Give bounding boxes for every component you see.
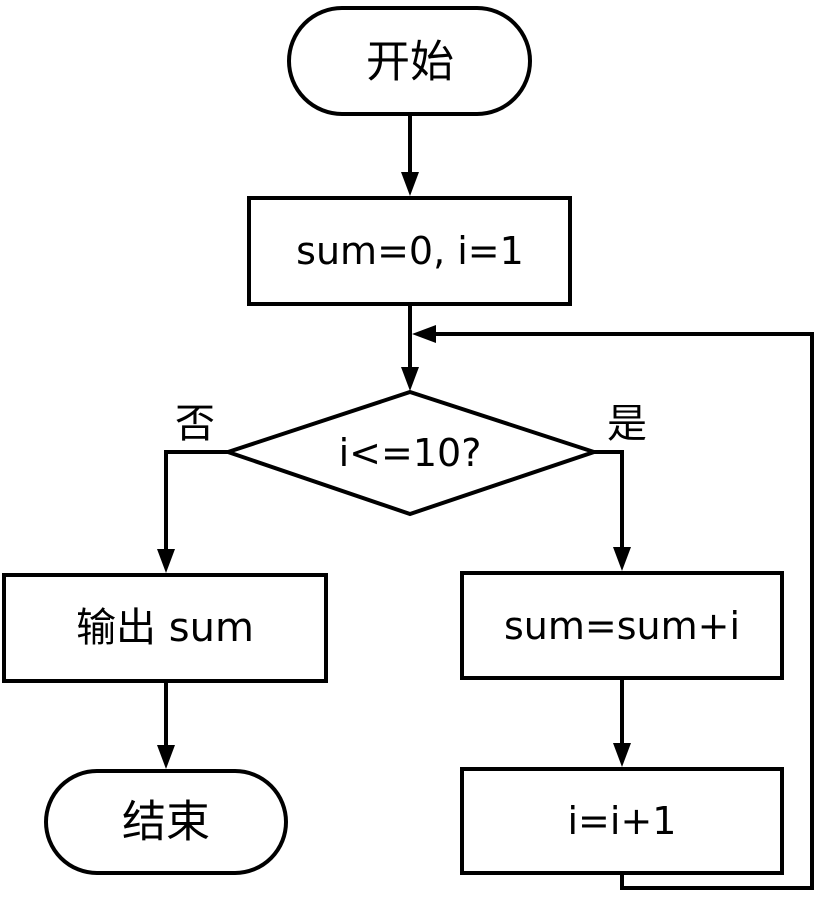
- node-accumulate: sum=sum+i: [460, 571, 784, 680]
- process-shape: [460, 767, 784, 875]
- end-label: 结束: [122, 797, 210, 848]
- node-init: sum=0, i=1: [247, 196, 572, 306]
- edge-accumulate-to-increment: [613, 679, 631, 767]
- edge-output-to-end: [157, 682, 175, 769]
- terminator-shape: [44, 769, 288, 875]
- process-shape: [2, 573, 328, 683]
- edge-init-to-condition: [401, 305, 419, 391]
- condition-label: i<=10?: [339, 431, 482, 475]
- edge-loop-back: [412, 325, 814, 890]
- increment-label: i=i+1: [568, 799, 677, 843]
- start-label: 开始: [366, 37, 454, 88]
- process-shape: [247, 196, 572, 306]
- decision-shape: [221, 389, 601, 517]
- node-start: 开始: [287, 6, 532, 116]
- node-increment: i=i+1: [460, 767, 784, 875]
- arrowhead: [401, 367, 419, 391]
- arrowhead: [401, 172, 419, 196]
- arrowhead: [157, 549, 175, 573]
- arrowhead: [613, 743, 631, 767]
- node-end: 结束: [44, 769, 288, 875]
- edge-condition-to-accumulate: [592, 450, 631, 571]
- branch-no-label: 否: [175, 401, 215, 447]
- process-shape: [460, 571, 784, 680]
- node-output: 输出 sum: [2, 573, 328, 683]
- node-condition: i<=10?: [221, 389, 601, 517]
- init-label: sum=0, i=1: [296, 229, 524, 273]
- branch-yes-label: 是: [607, 401, 647, 447]
- arrowhead: [412, 325, 436, 343]
- accumulate-label: sum=sum+i: [504, 604, 740, 648]
- edge-condition-to-output: [157, 450, 230, 573]
- arrowhead: [613, 547, 631, 571]
- edge-start-to-init: [401, 114, 419, 196]
- arrowhead: [157, 745, 175, 769]
- output-label: 输出 sum: [76, 605, 254, 651]
- terminator-shape: [287, 6, 532, 116]
